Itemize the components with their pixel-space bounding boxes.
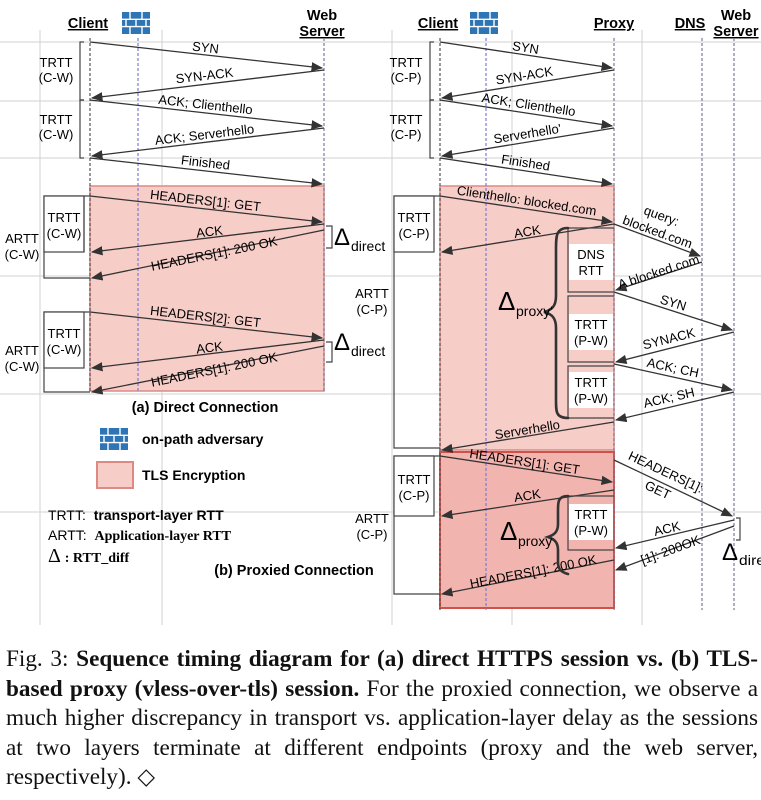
direct-artt2-outer2: (C-W) xyxy=(5,359,40,374)
direct-tls-region xyxy=(89,185,325,392)
proxied-trtt-pw2-line1: TRTT xyxy=(575,375,608,390)
proxied-trtt-pw3-line1: TRTT xyxy=(575,507,608,522)
direct-client-header: Client xyxy=(68,16,108,32)
proxied-msg-ack-b: ACK xyxy=(513,486,542,505)
direct-webserver-header-line2: Server xyxy=(299,24,345,40)
proxied-artt2-line1: ARTT xyxy=(355,511,389,526)
direct-artt2-outer1: ARTT xyxy=(5,343,39,358)
direct-trtt2-line2: (C-W) xyxy=(39,127,74,142)
legend-adversary: on-path adversary xyxy=(142,431,264,447)
direct-webserver-header-line1: Web xyxy=(307,8,337,24)
proxied-delta-proxy2-sub: proxy xyxy=(518,533,552,549)
msg-ack-1: ACK xyxy=(195,222,224,240)
direct-connection-panel: Client Web Server SYN SYN-ACK ACK; Clien… xyxy=(5,8,386,416)
brick-wall-icon xyxy=(469,11,499,35)
svg-text:ARTT: Application-layer: ARTT: Application-layer RTT xyxy=(48,527,232,544)
proxied-client-header: Client xyxy=(418,16,458,32)
msg-syn: SYN xyxy=(191,39,219,57)
proxied-delta-direct-symbol: Δ xyxy=(722,539,738,566)
proxied-msg-ack-a: ACK xyxy=(513,222,542,241)
proxied-subcaption: (b) Proxied Connection xyxy=(214,563,374,579)
direct-trtt2-line1: TRTT xyxy=(40,112,73,127)
proxied-artt1-line2: (C-P) xyxy=(356,302,387,317)
proxied-msg-ok-pw: [1]: 200OK xyxy=(639,532,703,567)
direct-artt2-inner1: TRTT xyxy=(48,326,81,341)
proxied-trtt-pw1-line2: (P-W) xyxy=(574,333,608,348)
proxied-msg-syn: SYN xyxy=(511,38,540,57)
proxied-delta-proxy1-sub: proxy' xyxy=(516,303,553,319)
proxied-msg-ack-pw: ACK xyxy=(652,518,682,539)
caption-body: For the proxied connection, we observe a… xyxy=(6,675,759,791)
direct-delta2-sub: direct xyxy=(351,343,385,359)
direct-artt1-outer2: (C-W) xyxy=(5,247,40,262)
direct-artt1-inner2: (C-W) xyxy=(47,226,82,241)
proxied-artt1-line1: ARTT xyxy=(355,286,389,301)
proxied-delta-proxy1-symbol: Δ xyxy=(498,286,515,316)
brick-wall-icon xyxy=(121,11,151,35)
legend-tls-swatch xyxy=(96,461,134,489)
msg-finished: Finished xyxy=(180,152,231,172)
legend-trtt-abbr: TRTT: xyxy=(48,507,86,523)
proxied-delta-proxy2-symbol: Δ xyxy=(500,516,517,546)
caption-end-mark: ◇ xyxy=(137,764,156,790)
proxied-trtt-pw3-line2: (P-W) xyxy=(574,523,608,538)
svg-text:Δ : RTT_diff: Δ : RTT_diff xyxy=(48,545,130,567)
msg-ack-2: ACK xyxy=(195,338,224,356)
proxied-trtt2-line2: (C-P) xyxy=(390,127,421,142)
proxied-trtt-pw2-line2: (P-W) xyxy=(574,391,608,406)
legend-delta-desc: : RTT_diff xyxy=(65,551,130,566)
proxied-msg-syn-pw: SYN xyxy=(658,292,688,314)
legend-tls: TLS Encryption xyxy=(142,467,245,483)
proxied-dns-rtt-line2: RTT xyxy=(578,263,603,278)
proxied-trtt4-line1: TRTT xyxy=(398,472,431,487)
direct-trtt1-line1: TRTT xyxy=(40,55,73,70)
legend-artt-desc: Application-layer RTT xyxy=(95,529,232,544)
proxied-webserver-header-line1: Web xyxy=(721,8,751,24)
msg-ack-serverhello: ACK; Serverhello xyxy=(154,121,255,148)
direct-artt1-inner1: TRTT xyxy=(48,210,81,225)
proxied-msg-ack-clienthello: ACK; Clienthello xyxy=(481,90,577,119)
caption-label: Fig. 3: xyxy=(6,646,69,672)
figure-caption: Fig. 3: Sequence timing diagram for (a) … xyxy=(6,645,758,793)
direct-delta1-sub: direct xyxy=(351,238,385,254)
proxied-dns-header: DNS xyxy=(675,16,706,32)
svg-text:TRTT: transport-layer RT: TRTT: transport-layer RTT xyxy=(48,507,224,523)
proxied-trtt3-line2: (C-P) xyxy=(398,226,429,241)
proxied-dns-rtt-line1: DNS xyxy=(577,247,605,262)
direct-subcaption: (a) Direct Connection xyxy=(132,400,279,416)
proxied-artt2-line2: (C-P) xyxy=(356,527,387,542)
proxied-msg-a-blocked: A blocked.com xyxy=(616,252,701,292)
direct-delta2-symbol: Δ xyxy=(334,329,350,356)
direct-artt2-inner2: (C-W) xyxy=(47,342,82,357)
proxied-msg-finished: Finished xyxy=(500,151,551,173)
direct-delta1-symbol: Δ xyxy=(334,224,350,251)
proxied-trtt2-line1: TRTT xyxy=(390,112,423,127)
legend: on-path adversary TLS Encryption TRTT: t… xyxy=(48,427,264,567)
direct-trtt1-line2: (C-W) xyxy=(39,70,74,85)
caption-title: Sequence timing diagram for (a) direct H… xyxy=(6,646,758,702)
proxied-proxy-header: Proxy xyxy=(594,16,634,32)
proxied-trtt4-line2: (C-P) xyxy=(398,488,429,503)
proxied-trtt3-line1: TRTT xyxy=(398,210,431,225)
brick-wall-icon xyxy=(99,427,129,451)
legend-artt-abbr: ARTT: xyxy=(48,527,87,543)
legend-trtt-desc: transport-layer RTT xyxy=(94,507,224,523)
proxied-trtt1-line1: TRTT xyxy=(390,55,423,70)
proxied-trtt1-line2: (C-P) xyxy=(390,70,421,85)
msg-synack: SYN-ACK xyxy=(175,65,234,87)
proxied-trtt-pw1-line1: TRTT xyxy=(575,317,608,332)
direct-artt1-outer1: ARTT xyxy=(5,231,39,246)
proxied-webserver-header-line2: Server xyxy=(713,24,759,40)
proxied-delta-direct-sub: direct xyxy=(739,552,761,568)
sequence-timing-diagram: Client Web Server SYN SYN-ACK ACK; Clien… xyxy=(0,8,761,625)
legend-delta-symbol: Δ xyxy=(48,545,61,567)
